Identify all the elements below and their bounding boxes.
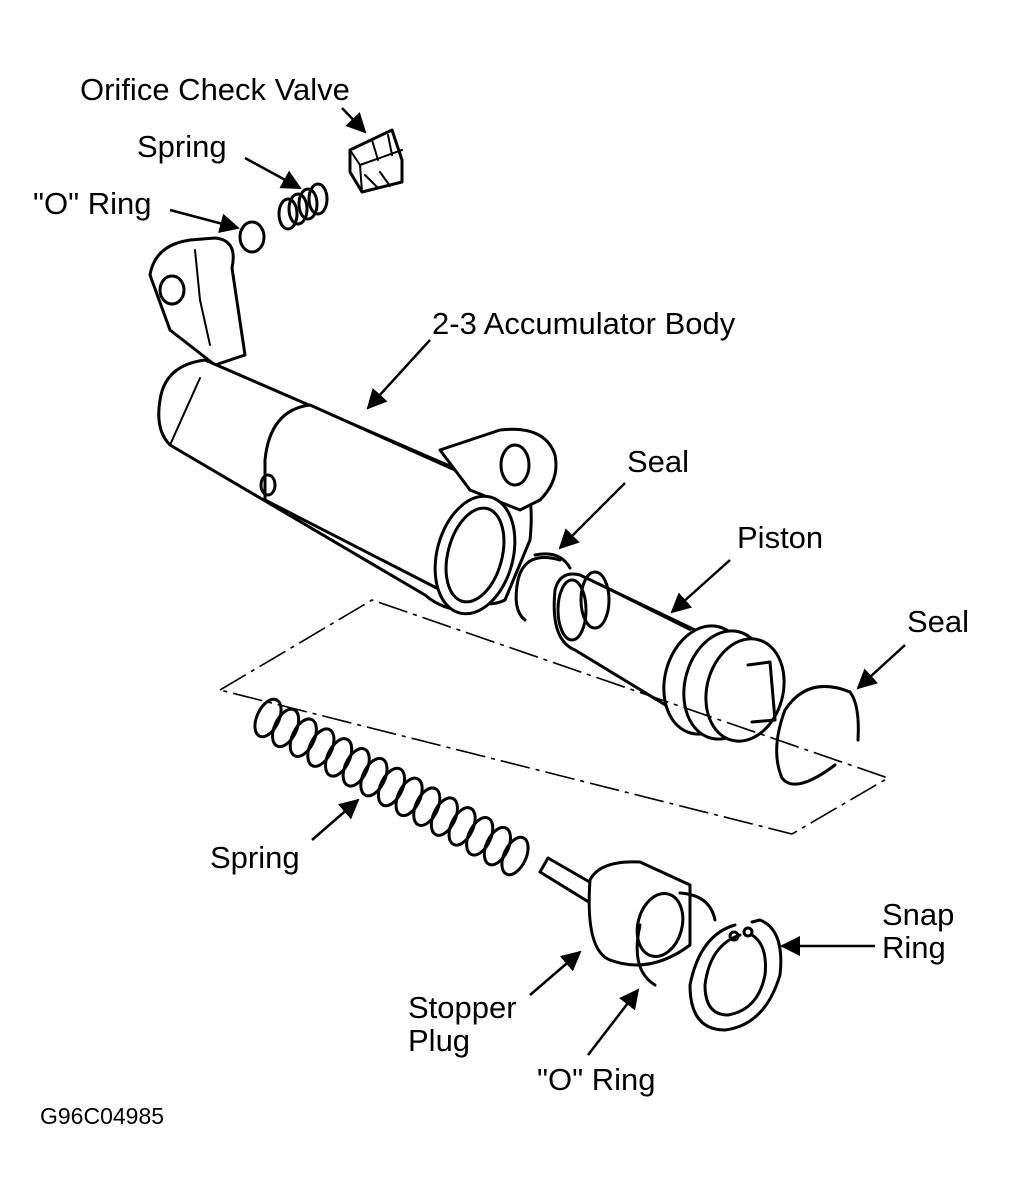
label-stopper-plug-line1: Stopper — [408, 990, 517, 1025]
spring-coil — [324, 737, 354, 778]
spring-coil — [394, 776, 424, 818]
label-seal-right: Seal — [907, 604, 969, 639]
spring-coil — [341, 747, 371, 788]
label-spring-bottom: Spring — [210, 840, 300, 875]
exploded-view-guide — [217, 599, 890, 835]
spring-coil — [447, 806, 477, 847]
label-snap-ring-line2: Ring — [882, 930, 946, 965]
label-seal-upper: Seal — [627, 444, 689, 479]
label-o-ring-top: "O" Ring — [33, 186, 152, 221]
leader-o-ring-bottom — [587, 988, 640, 1056]
leader-stopper-plug — [529, 950, 582, 996]
accumulator-body-part — [148, 236, 558, 616]
seal-right-part — [775, 684, 852, 786]
small-spring-part — [277, 182, 329, 231]
orifice-check-valve-part — [348, 128, 404, 194]
stopper-plug-part — [538, 856, 692, 967]
piston-part — [552, 570, 786, 743]
leader-seal-upper — [558, 482, 626, 550]
label-o-ring-bottom: "O" Ring — [537, 1062, 656, 1097]
seal-upper-part — [514, 556, 562, 622]
o-ring-top-part — [238, 220, 266, 254]
spring-coil — [306, 727, 336, 768]
leader-o-ring-top — [169, 208, 240, 234]
spring-coil — [412, 786, 442, 827]
large-spring-part — [253, 697, 530, 877]
leader-seal-right — [856, 644, 906, 690]
spring-coil — [271, 707, 301, 749]
label-piston: Piston — [737, 520, 823, 555]
spring-coil — [429, 796, 459, 837]
leader-piston — [670, 559, 731, 614]
spring-coil — [500, 835, 530, 877]
label-accumulator-body: 2-3 Accumulator Body — [432, 306, 736, 341]
leader-spring-top — [244, 156, 302, 190]
spring-coil — [359, 756, 389, 798]
snap-ring-part — [688, 918, 783, 1032]
leader-orifice-check-valve — [341, 107, 367, 134]
spring-coil — [288, 717, 318, 758]
figure-code: G96C04985 — [40, 1103, 164, 1129]
leader-spring-bottom — [311, 798, 360, 841]
spring-coil — [253, 697, 283, 739]
label-spring-top: Spring — [137, 129, 227, 164]
label-stopper-plug-line2: Plug — [408, 1023, 470, 1058]
label-orifice-check-valve: Orifice Check Valve — [80, 72, 350, 107]
label-snap-ring-line1: Snap — [882, 897, 954, 932]
spring-coil — [465, 816, 495, 857]
spring-coil — [482, 825, 512, 867]
spring-coil — [376, 766, 407, 808]
leader-accumulator-body — [366, 339, 431, 410]
o-ring-bottom-part — [635, 891, 717, 987]
